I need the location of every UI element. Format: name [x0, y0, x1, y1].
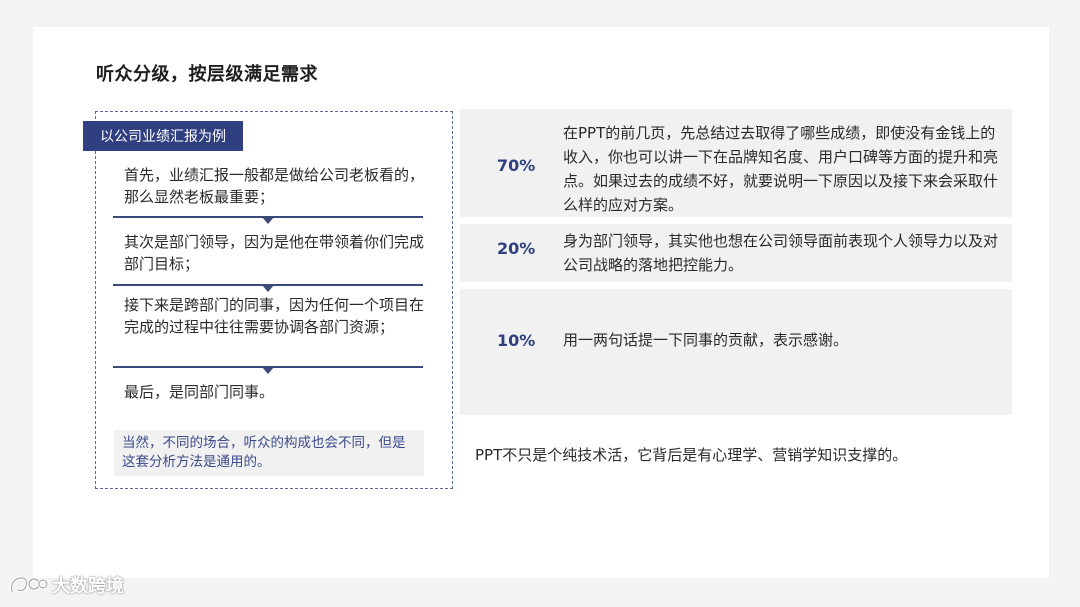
- row-description: 在PPT的前几页，先总结过去取得了哪些成绩，即使没有金钱上的收入，你也可以讲一下…: [563, 124, 999, 214]
- audience-row-leader: [460, 224, 1012, 282]
- brand-logo-icon: [10, 576, 48, 593]
- watermark-text: 大数跨境: [52, 576, 124, 597]
- arrow-down-icon: [262, 285, 274, 292]
- list-item-dept-leader: 其次是部门领导，因为是他在带领着你们完成部门目标；: [124, 233, 425, 273]
- arrow-down-icon: [262, 367, 274, 374]
- arrow-down-icon: [262, 217, 274, 224]
- list-item-cross-dept: 接下来是跨部门的同事，因为任何一个项目在完成的过程中往往需要协调各部门资源；: [124, 296, 425, 336]
- percent-label: 10%: [497, 331, 536, 350]
- divider: [113, 216, 423, 218]
- audience-row-colleague: [460, 289, 1012, 415]
- footer-note: PPT不只是个纯技术活，它背后是有心理学、营销学知识支撑的。: [475, 446, 908, 464]
- example-card: [95, 111, 453, 489]
- list-item-boss: 首先，业绩汇报一般都是做给公司老板看的，那么显然老板最重要；: [124, 166, 425, 206]
- percent-label: 20%: [497, 239, 536, 258]
- divider: [113, 284, 423, 286]
- percent-label: 70%: [497, 156, 536, 175]
- watermark: 大数跨境: [8, 572, 124, 598]
- row-description: 用一两句话提一下同事的贡献，表示感谢。: [563, 331, 849, 349]
- page-title: 听众分级，按层级满足需求: [96, 64, 318, 85]
- note-box: 当然，不同的场合，听众的构成也会不同，但是这套分析方法是通用的。: [114, 430, 424, 476]
- example-badge: 以公司业绩汇报为例: [83, 121, 243, 151]
- list-item-same-dept: 最后，是同部门同事。: [124, 383, 275, 401]
- row-description: 身为部门领导，其实他也想在公司领导面前表现个人领导力以及对公司战略的落地把控能力…: [563, 232, 999, 274]
- audience-row-boss: [460, 109, 1012, 217]
- divider: [113, 366, 423, 368]
